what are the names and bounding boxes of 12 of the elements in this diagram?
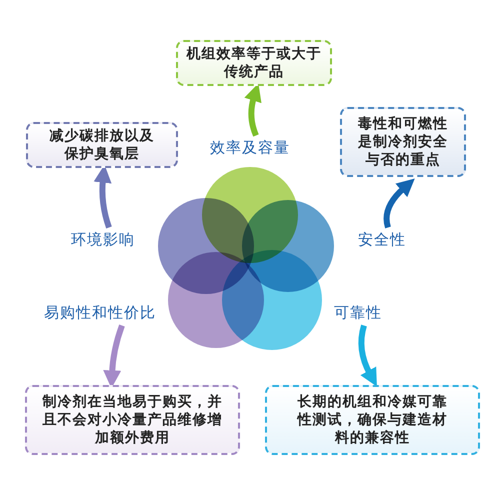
note-box: 机组效率等于或大于传统产品 — [176, 40, 332, 86]
category-label: 环境影响 — [71, 230, 135, 250]
note-box: 长期的机组和冷媒可靠性测试，确保与建造材料的兼容性 — [265, 385, 480, 455]
category-label: 效率及容量 — [210, 138, 290, 158]
category-label: 可靠性 — [334, 304, 382, 322]
arrow — [358, 324, 377, 387]
note-box: 制冷剂在当地易于购买，并且不会对小冷量产品维修增加额外费用 — [25, 385, 240, 455]
note-box: 毒性和可燃性是制冷剂安全与否的重点 — [340, 107, 466, 177]
category-label: 易购性和性价比 — [44, 304, 156, 322]
category-label: 安全性 — [358, 230, 406, 250]
note-box: 减少碳排放以及保护臭氧层 — [26, 122, 178, 168]
arrow — [244, 83, 262, 137]
